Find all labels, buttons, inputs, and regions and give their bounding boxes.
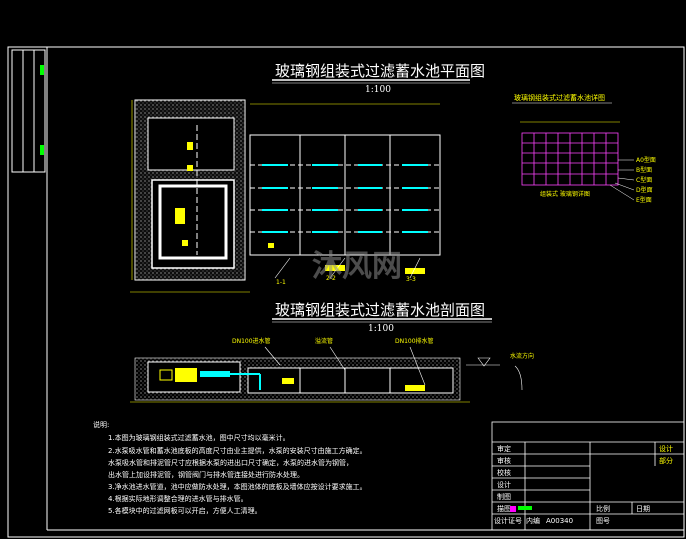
section-scale: 1:100 [368, 324, 394, 334]
section-drawing [130, 346, 523, 403]
note-line-2: 2.水泵吸水管和蓄水池底板的高度尺寸由业主提供，水泵的安装尺寸由施工方确定。 [108, 446, 367, 455]
section-callout-outlet: DN100排水管 [395, 337, 434, 345]
tb-right-1: 设计 [659, 444, 673, 453]
tb-bottom-4: 日期 [636, 505, 650, 513]
plan-callout-3: 3-3 [406, 276, 416, 283]
mesh-grid [521, 132, 619, 186]
title-block [491, 421, 685, 531]
tb-bottom-3: 比例 [596, 504, 610, 513]
notes-heading: 说明: [93, 420, 109, 429]
note-line-1: 1.本图为玻璃钢组装式过滤蓄水池，图中尺寸均以毫米计。 [108, 433, 290, 442]
plan-callout-2: 2-2 [326, 275, 336, 282]
tb-right-2: 部分 [659, 456, 673, 465]
tb-row-3: 校核 [497, 468, 511, 477]
note-line-3: 水泵吸水管和排泥管尺寸应根据水泵的进出口尺寸确定，水泵的进水管为钢管， [108, 458, 353, 467]
tb-row-5: 制图 [497, 492, 511, 501]
plan-title: 玻璃钢组装式过滤蓄水池平面图 [275, 62, 485, 80]
plan-callout-1: 1-1 [276, 279, 286, 286]
tb-cert-no: A00340 [546, 517, 573, 525]
watermark: 沐风网 [312, 249, 402, 284]
tb-logo [510, 506, 532, 512]
tb-bottom-1: 设计证号 [494, 516, 522, 525]
plan-drawing [130, 99, 441, 293]
mesh-label-4: D型面 [636, 186, 653, 194]
binding-strip [11, 49, 46, 173]
tb-row-2: 审核 [497, 456, 511, 465]
tb-row-1: 审定 [497, 444, 511, 453]
mesh-label-5: E型面 [636, 196, 652, 204]
tb-bottom-2: 内编 [526, 516, 540, 525]
note-line-6: 4.根据实际地形调整合理的进水管与排水管。 [108, 494, 248, 503]
section-callout-flow: 水流方向 [510, 352, 534, 360]
section-callout-overflow: 溢流管 [315, 337, 333, 345]
mesh-title: 玻璃钢组装式过滤蓄水池详图 [514, 93, 605, 102]
section-title: 玻璃钢组装式过滤蓄水池剖面图 [275, 301, 485, 319]
tb-row-6: 描图 [497, 504, 511, 513]
note-line-4: 出水管上加设排泥管，钢管阀门与排水管连接处进行防水处理。 [108, 470, 304, 479]
mesh-label-1: A0型面 [636, 156, 656, 164]
mesh-caption: 组装式 玻璃钢详图 [540, 190, 590, 198]
mesh-leaders [609, 159, 635, 201]
note-line-7: 5.各模块中的过滤网板可以开启，方便人工清理。 [108, 506, 262, 515]
mesh-label-2: B型面 [636, 166, 652, 174]
note-line-5: 3.净水池进水管道，池中应做防水处理，本图池体的底板及墙体应按设计要求施工。 [108, 482, 367, 491]
plan-scale: 1:100 [365, 85, 391, 95]
tb-bottom-5: 图号 [596, 517, 610, 525]
tb-row-4: 设计 [497, 480, 511, 489]
sheet-frame [7, 46, 685, 538]
section-callout-inlet: DN100进水管 [232, 337, 271, 345]
mesh-label-3: C型面 [636, 176, 652, 184]
